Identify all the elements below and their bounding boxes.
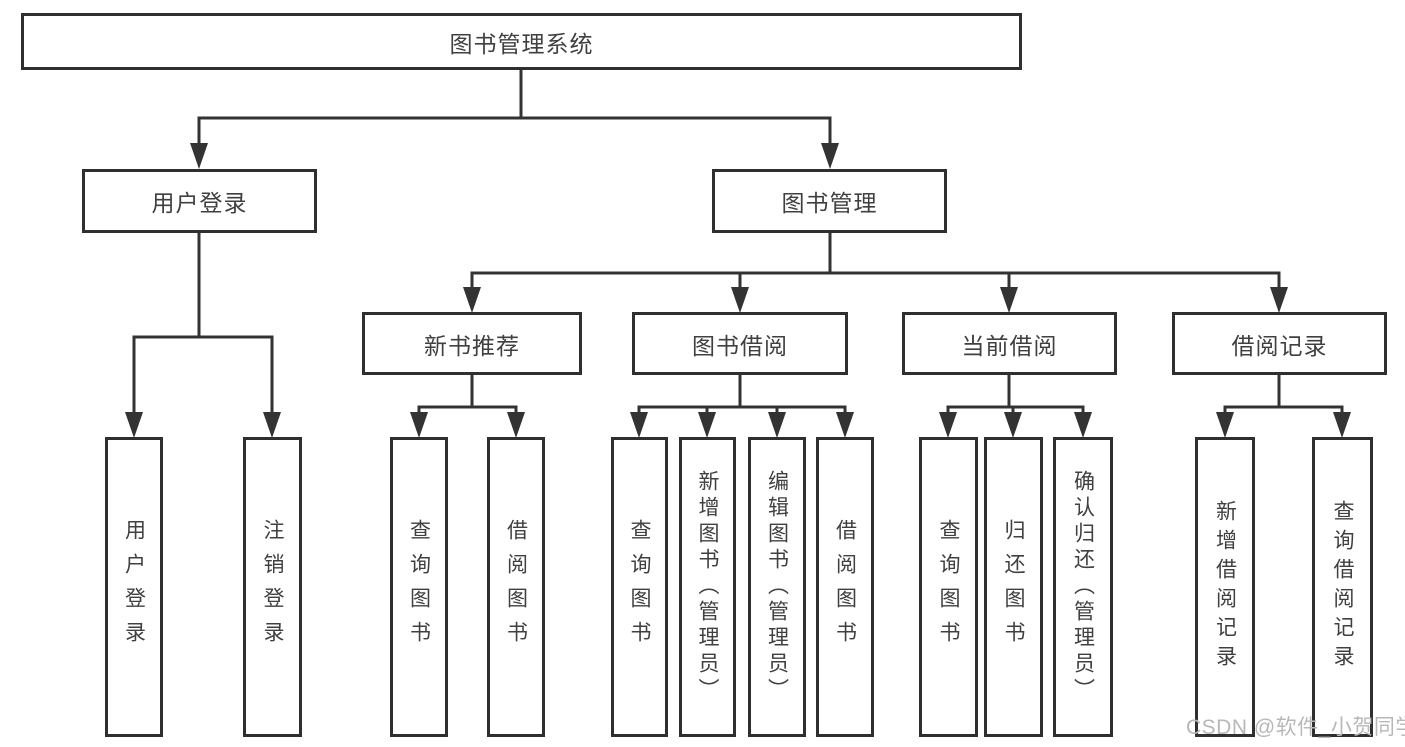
node-new-book-recommend: 新书推荐 — [362, 312, 582, 375]
node-label: 用户登录 — [122, 519, 146, 655]
node-user-login: 用户登录 — [82, 169, 317, 233]
leaf-add-book-admin: 新增图书（管理员） — [679, 437, 736, 737]
leaf-logout: 注销登录 — [243, 437, 302, 737]
arrowheads — [125, 143, 1351, 438]
watermark: CSDN @软件_小贺同学 — [1186, 716, 1405, 739]
node-label: 新书推荐 — [424, 332, 520, 359]
node-label: 用户登录 — [151, 190, 248, 216]
node-label: 借阅图书 — [833, 519, 857, 655]
node-label: 编辑图书（管理员） — [765, 470, 789, 704]
leaf-borrow-book-recommend: 借阅图书 — [487, 437, 545, 737]
node-book-management: 图书管理 — [712, 169, 947, 233]
node-label: 查询图书 — [628, 519, 651, 655]
node-current-borrow: 当前借阅 — [902, 312, 1117, 375]
node-label: 图书借阅 — [692, 332, 788, 359]
node-label: 当前借阅 — [961, 332, 1058, 359]
node-label: 新增借阅记录 — [1213, 500, 1237, 674]
leaf-borrow-book: 借阅图书 — [816, 437, 874, 737]
node-label: 查询借阅记录 — [1331, 500, 1354, 674]
node-label: 借阅图书 — [504, 519, 528, 655]
node-label: 图书管理 — [781, 190, 878, 216]
node-label: 图书管理系统 — [449, 30, 594, 57]
node-book-borrow: 图书借阅 — [632, 312, 848, 375]
node-label: 归还图书 — [1002, 519, 1025, 655]
node-borrow-records: 借阅记录 — [1172, 312, 1387, 375]
leaf-query-book-current: 查询图书 — [919, 437, 978, 737]
leaf-query-borrow-record: 查询借阅记录 — [1312, 437, 1373, 737]
node-label: 查询图书 — [407, 519, 431, 655]
node-label: 确认归还（管理员） — [1071, 470, 1095, 704]
leaf-add-borrow-record: 新增借阅记录 — [1195, 437, 1255, 737]
leaf-edit-book-admin: 编辑图书（管理员） — [748, 437, 806, 737]
node-label: 借阅记录 — [1231, 332, 1328, 359]
node-label: 查询图书 — [937, 519, 960, 655]
node-label: 注销登录 — [261, 519, 284, 655]
leaf-user-login: 用户登录 — [105, 437, 163, 737]
node-root: 图书管理系统 — [21, 13, 1022, 70]
leaf-return-book: 归还图书 — [984, 437, 1043, 737]
leaf-confirm-return-admin: 确认归还（管理员） — [1053, 437, 1113, 737]
leaf-query-book-borrow: 查询图书 — [611, 437, 668, 737]
node-label: 新增图书（管理员） — [696, 470, 719, 704]
leaf-query-book-recommend: 查询图书 — [390, 437, 448, 737]
